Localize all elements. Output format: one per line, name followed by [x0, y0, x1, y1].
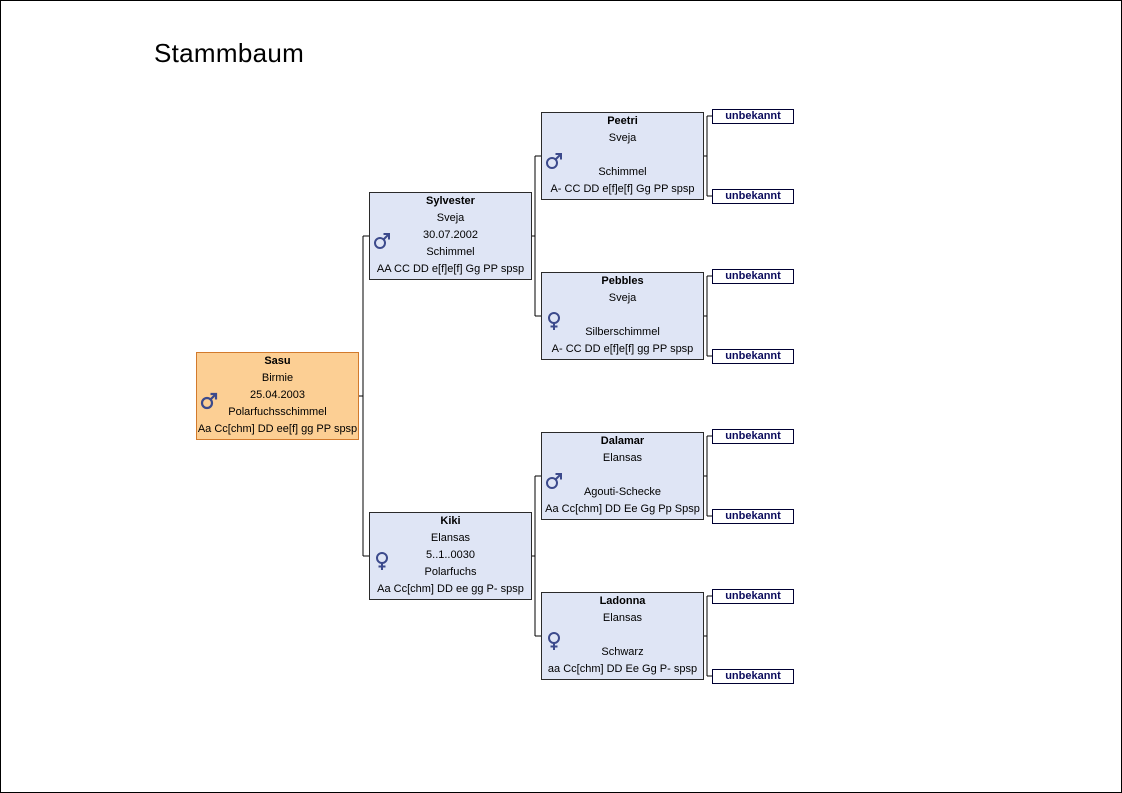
- node-breed: Birmie: [261, 372, 294, 384]
- node-name: Sasu: [264, 355, 291, 367]
- page-title: Stammbaum: [154, 38, 305, 68]
- node-breed: Sveja: [436, 212, 465, 224]
- unknown-ancestor-box[interactable]: unbekannt: [712, 589, 794, 604]
- node-breed: Elansas: [602, 452, 643, 464]
- node-color: Schwarz: [601, 646, 644, 658]
- node-color: Polarfuchsschimmel: [228, 406, 327, 418]
- female-icon: [548, 312, 560, 330]
- unknown-ancestor-box[interactable]: unbekannt: [712, 669, 794, 684]
- female-icon: [376, 552, 388, 570]
- node-name: Kiki: [440, 515, 461, 527]
- node-birthdate: 5..1..0030: [426, 549, 475, 561]
- node-color: Schimmel: [426, 246, 475, 258]
- node-name: Ladonna: [599, 595, 646, 607]
- unknown-ancestor-box[interactable]: unbekannt: [712, 429, 794, 444]
- male-icon: [200, 392, 218, 410]
- node-breed: Sveja: [608, 132, 637, 144]
- pedigree-node-maternal-grandmother[interactable]: Ladonna Elansas Schwarz aa Cc[chm] DD Ee…: [541, 592, 704, 680]
- pedigree-node-father[interactable]: Sylvester Sveja 30.07.2002 Schimmel AA C…: [369, 192, 532, 280]
- male-icon: [546, 153, 562, 169]
- pedigree-node-paternal-grandmother[interactable]: Pebbles Sveja Silberschimmel A- CC DD e[…: [541, 272, 704, 360]
- node-birthdate: [542, 147, 703, 164]
- node-birthdate: 30.07.2002: [422, 229, 479, 241]
- node-color: Schimmel: [598, 166, 647, 178]
- unknown-ancestor-box[interactable]: unbekannt: [712, 269, 794, 284]
- node-birthdate: 25.04.2003: [249, 389, 306, 401]
- node-breed: Elansas: [430, 532, 471, 544]
- unknown-ancestor-box[interactable]: unbekannt: [712, 109, 794, 124]
- pedigree-node-maternal-grandfather[interactable]: Dalamar Elansas Agouti-Schecke Aa Cc[chm…: [541, 432, 704, 520]
- node-color: Agouti-Schecke: [583, 486, 662, 498]
- node-birthdate: [542, 307, 703, 324]
- node-genotype: aa Cc[chm] DD Ee Gg P- spsp: [547, 663, 698, 675]
- node-genotype: A- CC DD e[f]e[f] gg PP spsp: [551, 343, 694, 355]
- unknown-ancestor-box[interactable]: unbekannt: [712, 189, 794, 204]
- pedigree-node-mother[interactable]: Kiki Elansas 5..1..0030 Polarfuchs Aa Cc…: [369, 512, 532, 600]
- female-icon: [548, 632, 560, 650]
- node-color: Polarfuchs: [424, 566, 477, 578]
- node-genotype: Aa Cc[chm] DD ee gg P- spsp: [377, 583, 524, 595]
- node-birthdate: [542, 467, 703, 484]
- pedigree-node-paternal-grandfather[interactable]: Peetri Sveja Schimmel A- CC DD e[f]e[f] …: [541, 112, 704, 200]
- node-genotype: A- CC DD e[f]e[f] Gg PP spsp: [550, 183, 695, 195]
- node-genotype: Aa Cc[chm] DD ee[f] gg PP spsp: [197, 423, 358, 435]
- node-birthdate: [542, 627, 703, 644]
- node-breed: Sveja: [608, 292, 637, 304]
- unknown-ancestor-box[interactable]: unbekannt: [712, 509, 794, 524]
- node-genotype: AA CC DD e[f]e[f] Gg PP spsp: [376, 263, 525, 275]
- node-name: Sylvester: [426, 195, 475, 207]
- node-genotype: Aa Cc[chm] DD Ee Gg Pp Spsp: [545, 503, 700, 515]
- node-name: Pebbles: [601, 275, 644, 287]
- unknown-ancestor-box[interactable]: unbekannt: [712, 349, 794, 364]
- node-breed: Elansas: [602, 612, 643, 624]
- male-icon: [546, 473, 562, 489]
- node-name: Peetri: [607, 115, 638, 127]
- node-color: Silberschimmel: [585, 326, 660, 338]
- male-icon: [374, 233, 390, 249]
- pedigree-node-root[interactable]: Sasu Birmie 25.04.2003 Polarfuchsschimme…: [196, 352, 359, 440]
- node-name: Dalamar: [600, 435, 645, 447]
